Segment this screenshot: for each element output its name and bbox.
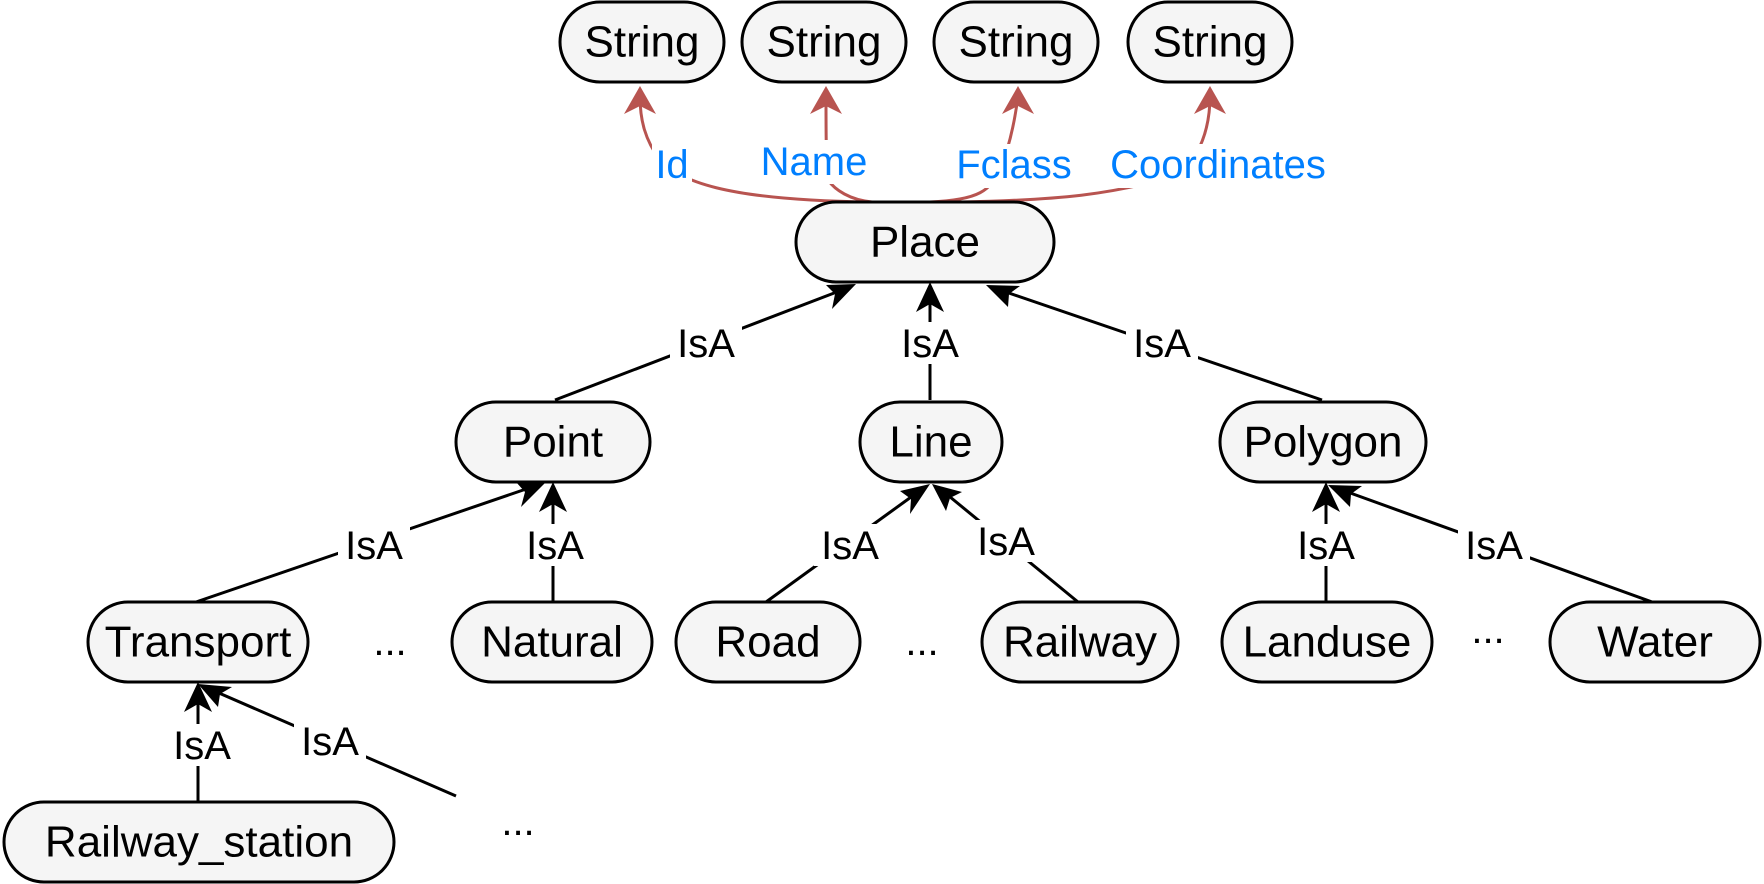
attr-arrowhead-id: [624, 86, 656, 114]
node-polygon[interactable]: Polygon: [1218, 400, 1428, 484]
node-string-3-label: String: [959, 18, 1074, 67]
node-line-label: Line: [889, 418, 972, 467]
ellipsis-point-children: ...: [373, 620, 406, 664]
node-place-label: Place: [870, 218, 980, 267]
node-string-2-label: String: [767, 18, 882, 67]
attr-arrowhead-coordinates: [1194, 86, 1226, 114]
isa-arrowhead-point-place: [826, 284, 856, 309]
node-string-4[interactable]: String: [1126, 0, 1294, 84]
attr-arrowhead-name: [810, 86, 842, 114]
ellipsis-polygon-children: ...: [1471, 608, 1504, 652]
node-transport[interactable]: Transport: [86, 600, 310, 684]
node-string-1[interactable]: String: [558, 0, 726, 84]
node-point-label: Point: [503, 418, 603, 467]
node-landuse-label: Landuse: [1243, 618, 1412, 667]
attr-label-coordinates: Coordinates: [1110, 143, 1326, 187]
isa-label-railway-line: IsA: [977, 520, 1035, 564]
isa-arrowhead-railway-station-transport: [184, 682, 212, 712]
node-railway-station[interactable]: Railway_station: [2, 800, 396, 884]
node-railway-station-label: Railway_station: [45, 818, 353, 867]
attribute-labels: Id Name Fclass Coordinates: [652, 140, 1338, 188]
node-point[interactable]: Point: [454, 400, 652, 484]
node-place[interactable]: Place: [794, 200, 1056, 284]
isa-arrowhead-water-polygon: [1328, 485, 1362, 507]
attr-label-fclass: Fclass: [956, 143, 1072, 187]
isa-arrowhead-railway-line: [932, 484, 962, 511]
isa-label-road-line: IsA: [821, 524, 879, 568]
isa-label-railway-station-transport: IsA: [173, 724, 231, 768]
attr-label-id: Id: [655, 143, 688, 187]
node-natural-label: Natural: [481, 618, 623, 667]
isa-label-natural-point: IsA: [526, 524, 584, 568]
node-string-2[interactable]: String: [740, 0, 908, 84]
node-water-label: Water: [1597, 618, 1713, 667]
ellipses: ... ... ... ...: [373, 608, 1504, 844]
node-natural[interactable]: Natural: [450, 600, 654, 684]
isa-label-water-polygon: IsA: [1465, 524, 1523, 568]
isa-arrowhead-transport-point: [516, 482, 546, 507]
node-string-4-label: String: [1153, 18, 1268, 67]
node-string-1-label: String: [585, 18, 700, 67]
node-polygon-label: Polygon: [1243, 418, 1402, 467]
isa-arrowhead-landuse-polygon: [1312, 482, 1340, 512]
isa-arrowhead-natural-point: [539, 482, 567, 512]
isa-label-landuse-polygon: IsA: [1297, 524, 1355, 568]
node-transport-label: Transport: [105, 618, 292, 667]
isa-label-other-transport: IsA: [301, 720, 359, 764]
node-road[interactable]: Road: [674, 600, 862, 684]
attr-label-name: Name: [761, 140, 868, 184]
node-road-label: Road: [715, 618, 820, 667]
isa-arrowhead-road-line: [900, 484, 930, 514]
attribute-edges: [624, 86, 1226, 204]
isa-label-point-place: IsA: [677, 322, 735, 366]
isa-arrowhead-other-transport: [198, 684, 232, 707]
ellipsis-line-children: ...: [905, 620, 938, 664]
isa-arrowhead-polygon-place: [986, 285, 1020, 307]
isa-arrowhead-line-place: [916, 282, 944, 312]
node-landuse[interactable]: Landuse: [1220, 600, 1434, 684]
node-railway-label: Railway: [1003, 618, 1157, 667]
node-line[interactable]: Line: [858, 400, 1004, 484]
isa-labels: IsA IsA IsA IsA IsA IsA IsA IsA IsA IsA …: [166, 322, 1530, 768]
node-string-3[interactable]: String: [932, 0, 1100, 84]
ellipsis-transport-children: ...: [501, 800, 534, 844]
isa-label-polygon-place: IsA: [1133, 322, 1191, 366]
node-water[interactable]: Water: [1548, 600, 1762, 684]
isa-label-transport-point: IsA: [345, 524, 403, 568]
isa-label-line-place: IsA: [901, 322, 959, 366]
attr-arrowhead-fclass: [1002, 86, 1034, 114]
node-railway[interactable]: Railway: [980, 600, 1180, 684]
